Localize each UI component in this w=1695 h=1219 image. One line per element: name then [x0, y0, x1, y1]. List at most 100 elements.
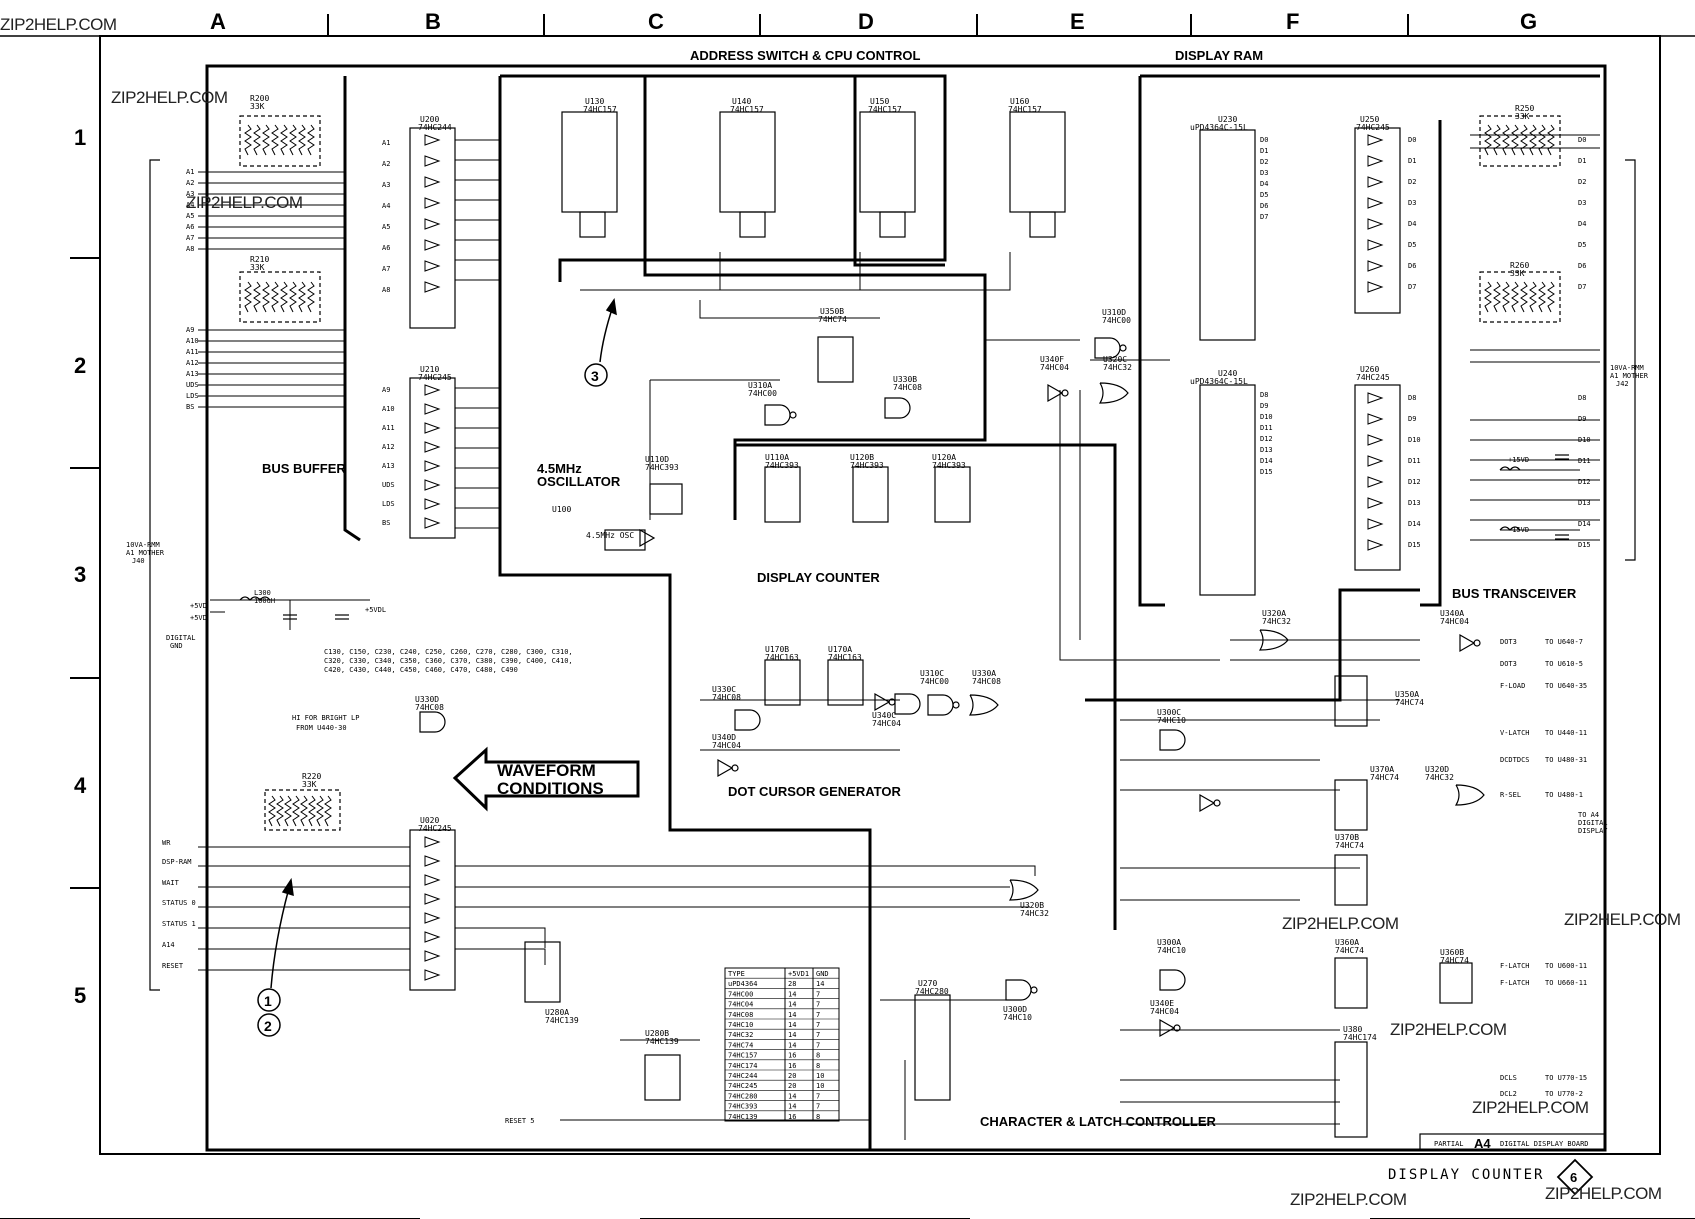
label-u340e-part: 74HC04	[1150, 1007, 1179, 1016]
u210-buffer-4	[424, 460, 441, 472]
r220-resistor-0	[268, 795, 276, 827]
u020-buffer-0	[424, 836, 441, 848]
output-sig-9: DCL2	[1500, 1090, 1517, 1098]
footer-sheet: 6	[1570, 1170, 1577, 1185]
label-u330b-part: 74HC08	[893, 383, 922, 392]
u200-buffer-2	[424, 176, 441, 188]
ic-table-cell-2-2: 7	[816, 990, 820, 998]
watermark-4: ZIP2HELP.COM	[1282, 914, 1399, 933]
gate-u340a	[1459, 633, 1476, 653]
ic-u360b-body	[1439, 962, 1473, 1004]
title-block-board-id: A4	[1474, 1136, 1491, 1151]
capacitor-note: C130, C150, C230, C240, C250, C260, C270…	[324, 648, 573, 674]
label-u370b: U370B	[1335, 833, 1359, 842]
signal-buf-in-a8: A8	[382, 286, 390, 294]
label-u310a: U310A	[748, 381, 772, 390]
u250-buffer-7	[1367, 281, 1384, 293]
label-r200-val: 33K	[250, 102, 265, 111]
r210-resistor-5	[289, 281, 297, 313]
ic-u110a-body	[764, 466, 801, 523]
signal-buf-in-a3: A3	[382, 181, 390, 189]
signal-data-out-d12: D12	[1408, 478, 1421, 486]
waveform-conditions-arrow: WAVEFORM CONDITIONS	[452, 746, 640, 812]
ic-table-cell-14-0: 74HC139	[728, 1113, 758, 1121]
ic-u110d-body	[649, 483, 683, 515]
buffer-gates	[424, 134, 1384, 981]
r200-resistor-6	[298, 124, 306, 156]
logic-gates	[419, 337, 1485, 1038]
label-u310d-part: 74HC00	[1102, 316, 1131, 325]
gate-u320a	[1258, 629, 1289, 651]
gate-u330d	[419, 711, 446, 733]
signal-ram-d-d9: D9	[1260, 402, 1268, 410]
u260-buffer-7	[1367, 539, 1384, 551]
r200-resistor-2	[262, 124, 270, 156]
output-dest-5: TO U480-1	[1545, 791, 1583, 799]
column-label-e: E	[1070, 9, 1085, 34]
ic-table-cell-11-2: 10	[816, 1082, 824, 1090]
title-display-counter: DISPLAY COUNTER	[757, 570, 880, 585]
label-r210: R210	[250, 255, 269, 264]
gate-u330c	[894, 693, 921, 715]
label-u260: U260	[1360, 365, 1379, 374]
ic-table-cell-11-0: 74HC245	[728, 1082, 758, 1090]
signal-data-out-d11: D11	[1408, 457, 1421, 465]
output-sig-1: DOT3	[1500, 660, 1517, 668]
label-u140-part: 74HC157	[730, 105, 764, 114]
r260-resistor-6	[1538, 281, 1546, 313]
signal-ram-d-d14: D14	[1260, 457, 1273, 465]
ic-table-cell-0-2: GND	[816, 970, 829, 978]
u210-buffer-7	[424, 517, 441, 529]
gate-u310a	[764, 404, 791, 426]
watermark-7: ZIP2HELP.COM	[1472, 1098, 1589, 1117]
u020-buffer-2	[424, 874, 441, 886]
gate-u340d	[717, 758, 734, 778]
watermark-5: ZIP2HELP.COM	[1564, 910, 1681, 929]
label-u100-part: 4.5MHz OSC	[586, 531, 634, 540]
ic-table-cell-3-2: 7	[816, 1001, 820, 1009]
label-u300a-part: 74HC10	[1157, 946, 1186, 955]
title-bus-buffer: BUS BUFFER	[262, 461, 346, 476]
ic-table-cell-1-2: 14	[816, 980, 824, 988]
r210-resistor-2	[262, 281, 270, 313]
label-u320c: U320C	[1103, 355, 1127, 364]
signal-data-conn-d13: D13	[1578, 499, 1591, 507]
callout-2: 2	[264, 1018, 272, 1034]
gate-u300a	[1159, 969, 1186, 991]
ic-table-cell-4-2: 7	[816, 1011, 820, 1019]
waveform-label-1: WAVEFORM	[497, 761, 596, 780]
label-u330d-part: 74HC08	[415, 703, 444, 712]
r220-resistor-6	[316, 795, 324, 827]
r200-resistor-4	[280, 124, 288, 156]
signal-ctrl-6: RESET	[162, 962, 184, 970]
r200-resistor-1	[253, 124, 261, 156]
component-labels: U200 74HC244 U210 74HC245 U020 74HC245 U…	[250, 94, 1534, 1046]
output-sig-2: F-LOAD	[1500, 682, 1525, 690]
signal-data-conn-d1: D1	[1578, 157, 1586, 165]
r220-resistor-7	[324, 795, 332, 827]
ic-table-cell-6-2: 7	[816, 1031, 820, 1039]
u210-buffer-1	[424, 403, 441, 415]
row-labels: 1 2 3 4 5	[74, 125, 87, 1008]
label-r250-val: 33K	[1515, 112, 1530, 121]
label-r260-val: 33K	[1510, 269, 1525, 278]
gate-u330c2	[734, 709, 761, 731]
u260-buffer-6	[1367, 518, 1384, 530]
signal-ram-d-d15: D15	[1260, 468, 1273, 476]
ic-u270-body	[914, 994, 951, 1101]
r250-resistor-4	[1520, 124, 1528, 156]
gate-u300d	[1005, 979, 1032, 1001]
ic-table-cell-7-1: 14	[788, 1041, 796, 1049]
ic-table-cell-5-2: 7	[816, 1021, 820, 1029]
ic-u240-body	[1199, 384, 1256, 596]
label-r200: R200	[250, 94, 269, 103]
label-pwr-15vd: +15VD	[1508, 456, 1529, 464]
ic-table-cell-12-2: 7	[816, 1092, 820, 1100]
label-u340d: U340D	[712, 733, 736, 742]
label-u280a: U280A	[545, 1008, 569, 1017]
u260-buffer-0	[1367, 392, 1384, 404]
u250-buffer-0	[1367, 134, 1384, 146]
signal-ram-d-d3: D3	[1260, 169, 1268, 177]
signal-data-conn-d12: D12	[1578, 478, 1591, 486]
u210-buffer-0	[424, 384, 441, 396]
